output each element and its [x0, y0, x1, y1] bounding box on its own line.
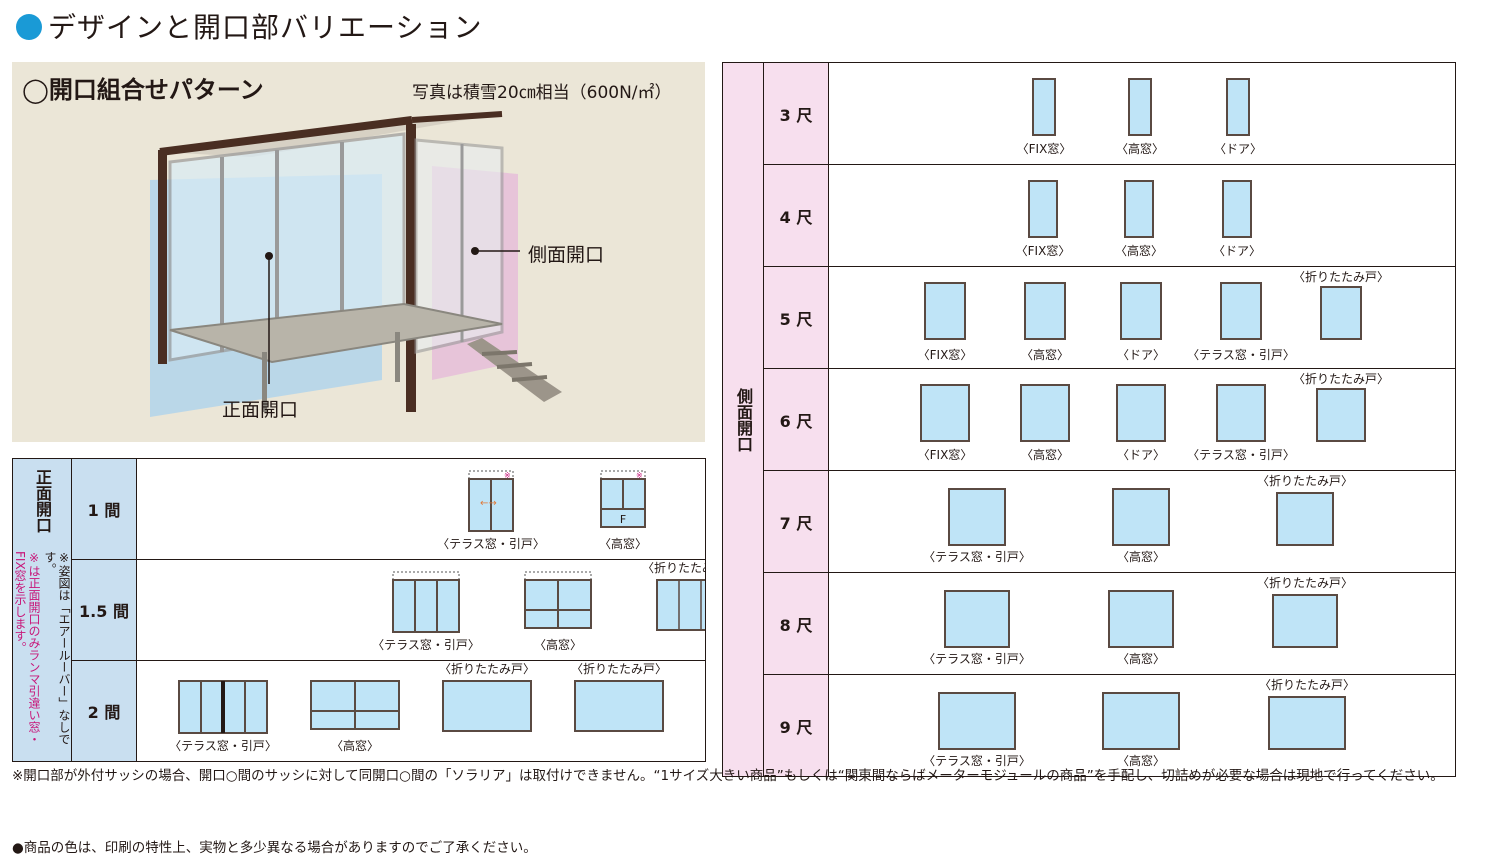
side-opening-label: 側面開口 — [528, 244, 605, 266]
svg-text:F: F — [620, 513, 626, 526]
svg-text:〈テラス窓・引戸〉: 〈テラス窓・引戸〉 — [1187, 447, 1295, 462]
svg-text:〈折りたたみ戸〉: 〈折りたたみ戸〉 — [1293, 371, 1389, 386]
front-row-label: 1 間 — [71, 458, 137, 560]
caption: 〈テラス窓・引戸〉 — [437, 536, 545, 551]
svg-text:〈テラス窓・引戸〉: 〈テラス窓・引戸〉 — [372, 637, 480, 652]
side-row-label: 3 尺 — [763, 62, 829, 165]
svg-text:〈高窓〉: 〈高窓〉 — [1116, 141, 1164, 156]
title-bullet-icon — [16, 14, 42, 40]
svg-text:〈高窓〉: 〈高窓〉 — [1115, 243, 1163, 258]
svg-text:〈ドア〉: 〈ドア〉 — [1117, 448, 1165, 462]
svg-text:〈高窓〉: 〈高窓〉 — [331, 738, 379, 753]
high-window-icon — [310, 680, 400, 730]
side-row-5: 〈FIX窓〉 〈高窓〉 〈ドア〉 〈テラス窓・引戸〉 〈折りたたみ戸〉 — [828, 266, 1456, 369]
side-row-7: 〈テラス窓・引戸〉 〈高窓〉 〈折りたたみ戸〉 — [828, 470, 1456, 573]
side-row-label: 5 尺 — [763, 266, 829, 369]
photo-title: ◯開口組合せパターン — [22, 76, 264, 104]
side-row-9: 〈テラス窓・引戸〉 〈高窓〉 〈折りたたみ戸〉 — [828, 674, 1456, 777]
footnote-2: ●商品の色は、印刷の特性上、実物と多少異なる場合がありますのでご了承ください。 — [12, 840, 537, 856]
front-row-2: 〈テラス窓・引戸〉 〈高窓〉 〈折りたたみ戸〉 〈折りたたみ戸〉 — [136, 660, 706, 762]
svg-text:〈FIX窓〉: 〈FIX窓〉 — [918, 447, 973, 462]
svg-text:〈折りたたみ戸〉: 〈折りたたみ戸〉 — [1257, 473, 1353, 488]
side-row-label: 7 尺 — [763, 470, 829, 573]
svg-text:〈ドア〉: 〈ドア〉 — [1214, 142, 1262, 156]
svg-text:〈高窓〉: 〈高窓〉 — [1117, 753, 1165, 768]
front-header-cell: 正面開口 ※は正面開口のみランマ引違い窓・FIX窓を示します。 ※姿図は「エアー… — [12, 458, 72, 762]
footnote-1: ※開口部が外付サッシの場合、開口○間のサッシに対して同開口○間の「ソラリア」は取… — [12, 768, 1444, 784]
terrace-sliding-window-icon — [392, 571, 460, 633]
side-header-cell: 側面開口 — [722, 62, 764, 777]
side-row-label: 6 尺 — [763, 368, 829, 471]
svg-text:〈ドア〉: 〈ドア〉 — [1213, 244, 1261, 258]
side-row-label: 8 尺 — [763, 572, 829, 675]
svg-text:〈折りたたみ戸〉: 〈折りたたみ戸〉 — [642, 560, 705, 575]
page-title: デザインと開口部バリエーション — [48, 11, 483, 44]
high-window-icon — [524, 571, 592, 629]
svg-text:〈テラス窓・引戸〉: 〈テラス窓・引戸〉 — [923, 753, 1031, 768]
svg-text:〈折りたたみ戸〉: 〈折りたたみ戸〉 — [571, 661, 667, 676]
side-row-6: 〈FIX窓〉 〈高窓〉 〈ドア〉 〈テラス窓・引戸〉 〈折りたたみ戸〉 — [828, 368, 1456, 471]
high-window-icon: ※ F — [600, 470, 646, 528]
terrace-sliding-window-icon — [178, 680, 268, 734]
side-opening-table: 側面開口 3 尺 〈FIX窓〉 〈高窓〉 〈ドア〉 4 尺 〈FIX窓〉 〈高窓… — [722, 62, 1456, 777]
svg-text:〈折りたたみ戸〉: 〈折りたたみ戸〉 — [1259, 677, 1355, 692]
svg-text:〈高窓〉: 〈高窓〉 — [1117, 549, 1165, 564]
svg-text:〈高窓〉: 〈高窓〉 — [1021, 447, 1069, 462]
side-row-label: 9 尺 — [763, 674, 829, 777]
svg-text:〈テラス窓・引戸〉: 〈テラス窓・引戸〉 — [1187, 347, 1295, 362]
side-row-label: 4 尺 — [763, 164, 829, 267]
folding-door-icon — [442, 680, 532, 732]
side-row-4: 〈FIX窓〉 〈高窓〉 〈ドア〉 — [828, 164, 1456, 267]
asterisk-mark: ※ — [504, 471, 511, 480]
front-opening-table: 正面開口 ※は正面開口のみランマ引違い窓・FIX窓を示します。 ※姿図は「エアー… — [12, 458, 738, 762]
terrace-sliding-window-icon: ※ ←→ — [468, 470, 514, 532]
front-note-magenta: ※は正面開口のみランマ引違い窓・FIX窓を示します。 — [13, 551, 41, 745]
front-row-label: 1.5 間 — [71, 559, 137, 661]
svg-text:〈テラス窓・引戸〉: 〈テラス窓・引戸〉 — [923, 651, 1031, 666]
folding-door-icon — [574, 680, 664, 732]
svg-text:〈高窓〉: 〈高窓〉 — [1021, 347, 1069, 362]
front-opening-label: 正面開口 — [222, 399, 299, 421]
svg-text:〈FIX窓〉: 〈FIX窓〉 — [1017, 141, 1072, 156]
svg-text:〈テラス窓・引戸〉: 〈テラス窓・引戸〉 — [169, 738, 277, 753]
front-row-1: ※ ←→ 〈テラス窓・引戸〉 ※ F 〈高窓〉 — [136, 458, 706, 560]
front-header: 正面開口 — [33, 469, 52, 533]
front-row-1-5: 〈テラス窓・引戸〉 〈高窓〉 〈折りたたみ戸〉 — [136, 559, 738, 661]
front-row-label: 2 間 — [71, 660, 137, 762]
svg-text:〈FIX窓〉: 〈FIX窓〉 — [1016, 243, 1071, 258]
sunroom-illustration — [150, 111, 562, 417]
svg-text:〈ドア〉: 〈ドア〉 — [1117, 348, 1165, 362]
svg-text:←→: ←→ — [480, 498, 497, 509]
svg-text:〈高窓〉: 〈高窓〉 — [1117, 651, 1165, 666]
svg-text:〈折りたたみ戸〉: 〈折りたたみ戸〉 — [1257, 575, 1353, 590]
svg-text:〈FIX窓〉: 〈FIX窓〉 — [918, 347, 973, 362]
svg-text:〈テラス窓・引戸〉: 〈テラス窓・引戸〉 — [923, 549, 1031, 564]
svg-text:〈折りたたみ戸〉: 〈折りたたみ戸〉 — [1293, 269, 1389, 284]
side-row-8: 〈テラス窓・引戸〉 〈高窓〉 〈折りたたみ戸〉 — [828, 572, 1456, 675]
side-header: 側面開口 — [734, 387, 753, 452]
side-row-3: 〈FIX窓〉 〈高窓〉 〈ドア〉 — [828, 62, 1456, 165]
svg-text:〈折りたたみ戸〉: 〈折りたたみ戸〉 — [439, 661, 535, 676]
caption: 〈高窓〉 — [599, 536, 647, 551]
svg-text:※: ※ — [636, 471, 643, 480]
folding-door-icon — [656, 579, 724, 631]
front-note-black: ※姿図は「エアールーバー」なしです。 — [43, 551, 71, 745]
photo-note: 写真は積雪20㎝相当（600N/㎡） — [412, 83, 672, 103]
svg-text:〈高窓〉: 〈高窓〉 — [534, 637, 582, 652]
